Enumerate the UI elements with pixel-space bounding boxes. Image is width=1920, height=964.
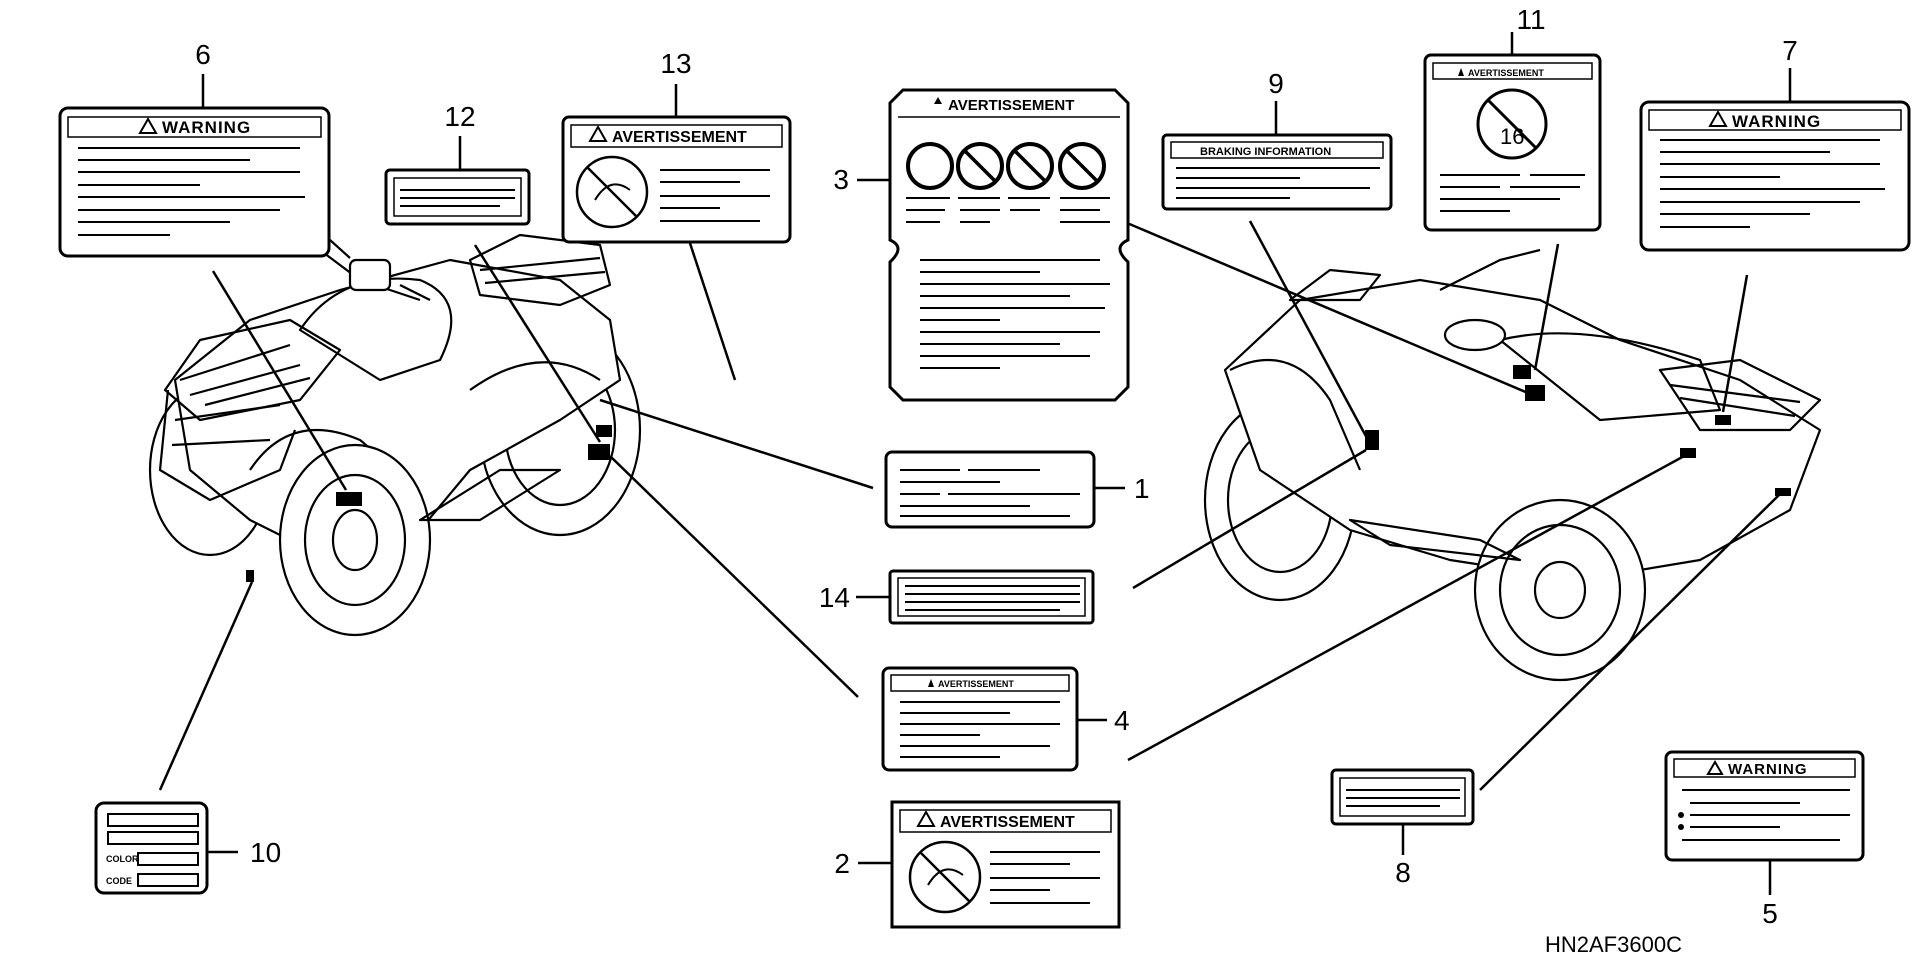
label-9-title: BRAKING INFORMATION xyxy=(1200,146,1331,158)
callout-11: 11 xyxy=(1516,4,1545,35)
callout-13: 13 xyxy=(660,48,691,79)
label-4-avertissement: AVERTISSEMENT xyxy=(881,666,1079,772)
label-3-title: AVERTISSEMENT xyxy=(948,97,1074,114)
label-11-title: AVERTISSEMENT xyxy=(1468,68,1544,78)
callout-5: 5 xyxy=(1762,898,1778,929)
label-7-title: WARNING xyxy=(1732,112,1821,131)
diagram-code: HN2AF3600C xyxy=(1545,932,1682,957)
label-11-age: 16 xyxy=(1500,124,1524,149)
label-2-avertissement: AVERTISSEMENT xyxy=(890,800,1121,929)
callout-7: 7 xyxy=(1782,35,1798,66)
label-1 xyxy=(884,450,1096,529)
leader-lines xyxy=(158,218,1781,791)
callout-6: 6 xyxy=(195,39,211,70)
label-2-title: AVERTISSEMENT xyxy=(940,814,1075,831)
callout-4: 4 xyxy=(1114,705,1130,736)
label-10-code-text: CODE xyxy=(106,876,132,886)
label-12 xyxy=(384,168,531,226)
callout-12: 12 xyxy=(444,101,475,132)
label-3-avertissement: AVERTISSEMENT xyxy=(888,88,1130,402)
callout-8: 8 xyxy=(1395,857,1411,888)
label-11-avertissement-age: AVERTISSEMENT 16 xyxy=(1423,53,1602,232)
label-7-warning: WARNING xyxy=(1639,100,1911,252)
label-10-color-code: COLOR CODE xyxy=(94,801,209,895)
callout-3: 3 xyxy=(833,164,849,195)
label-5-warning: WARNING xyxy=(1664,750,1865,862)
left-atv-illustration xyxy=(148,233,642,637)
label-6-warning: WARNING xyxy=(58,106,331,258)
label-4-title: AVERTISSEMENT xyxy=(938,679,1014,689)
label-8 xyxy=(1330,768,1475,826)
left-atv-label-marks xyxy=(246,425,612,582)
label-14 xyxy=(888,569,1095,625)
label-13-title: AVERTISSEMENT xyxy=(612,129,747,146)
callout-2: 2 xyxy=(834,848,850,879)
callout-stubs xyxy=(201,32,1792,895)
right-atv-label-marks xyxy=(1365,365,1791,496)
callout-9: 9 xyxy=(1268,68,1284,99)
right-atv-illustration xyxy=(1203,248,1822,682)
label-10-color-text: COLOR xyxy=(106,854,139,864)
callout-10: 10 xyxy=(250,837,281,868)
callout-numbers: 6 12 13 3 1 14 4 2 10 9 11 7 8 5 xyxy=(195,4,1798,929)
callout-14: 14 xyxy=(819,582,850,613)
label-6-title: WARNING xyxy=(162,118,251,137)
label-9-braking-information: BRAKING INFORMATION xyxy=(1161,133,1393,211)
label-13-avertissement: AVERTISSEMENT xyxy=(561,115,792,244)
label-5-title: WARNING xyxy=(1728,761,1808,778)
callout-1: 1 xyxy=(1134,473,1150,504)
